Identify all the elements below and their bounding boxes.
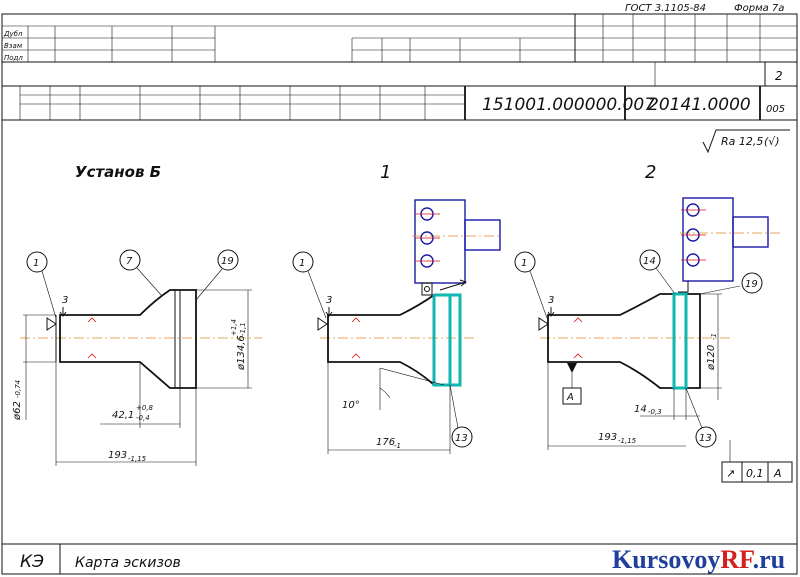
transition-2-view: 3 А 1 14 19 13 ø (514, 197, 793, 483)
title-block-text: ГОСТ 3.1105-84 Форма 7а Дубл Взам Подл 2… (3, 3, 785, 115)
stamp-label-podl: Подл (4, 54, 23, 62)
transition-1-view: 3 1 13 10° 176 -1 (292, 199, 501, 454)
setup-callout-19: 19 (221, 256, 234, 267)
t1-datum: 3 (326, 295, 332, 306)
setup-dim-d134-up: +1,4 (230, 319, 238, 336)
t2-tolerance-base: А (773, 467, 782, 480)
setup-callout-1: 1 (33, 258, 39, 269)
stamp-label-dubl: Дубл (3, 30, 23, 38)
t2-machined-surface (672, 292, 688, 390)
setup-dim-l42-up: +0,8 (136, 404, 154, 412)
setup-view: 3 1 7 19 ø62 -0,74 ø134,6 +1,4 -1,1 42,1… (12, 249, 262, 466)
setup-datum: 3 (62, 295, 68, 306)
setup-dim-d62-tol: -0,74 (14, 380, 22, 398)
gost-label: ГОСТ 3.1105-84 (625, 3, 706, 14)
transition-2-label: 2 (645, 162, 656, 183)
t1-angle: 10° (342, 400, 360, 411)
setup-dim-d62: ø62 (12, 401, 23, 421)
t2-callout-14: 14 (643, 256, 656, 267)
t2-callout-1: 1 (521, 258, 527, 269)
t2-tolerance-symbol: ↗ (726, 467, 735, 480)
roughness-value: Ra 12,5 (721, 135, 763, 148)
sheet-number: 2 (775, 69, 783, 83)
stamp-label-vzam: Взам (4, 42, 23, 50)
t2-dim-l193: 193 (598, 432, 617, 443)
t2-base-a: А (566, 392, 574, 403)
roughness-symbol: (√) (764, 135, 780, 148)
t2-tolerance-value: 0,1 (746, 467, 764, 480)
footer-code: КЭ (20, 552, 44, 572)
document-number: 151001.000000.007 (482, 95, 655, 115)
setup-dim-l42: 42,1 (112, 410, 134, 421)
title-block-frame (1, 13, 798, 575)
t1-machined-surface (432, 293, 462, 387)
setup-dim-l193-tol: -1,15 (128, 455, 147, 463)
t1-callout-13: 13 (455, 433, 468, 444)
setup-dim-d134: ø134,6 (236, 335, 247, 371)
t2-callout-19: 19 (745, 279, 758, 290)
t2-dim-l14: 14 (634, 404, 647, 415)
t2-dim-d120-tol: -1 (710, 333, 718, 340)
t2-dim-l193-tol: -1,15 (618, 437, 637, 445)
operation-number: 005 (766, 104, 785, 115)
footer-title: Карта эскизов (75, 555, 181, 571)
t1-dim-l176: 176 (376, 437, 395, 448)
document-code: 20141.0000 (648, 95, 751, 115)
setup-label: Установ Б (75, 163, 161, 181)
t1-callout-1: 1 (299, 258, 305, 269)
t2-dim-l14-tol: -0,3 (648, 408, 662, 416)
part-outline (59, 289, 197, 389)
setup-dim-l42-lo: -0,4 (136, 414, 150, 422)
t1-dim-l176-tol: -1 (394, 442, 401, 450)
setup-callout-7: 7 (126, 256, 133, 267)
t2-tolerance-frame (721, 461, 793, 483)
t2-part-outline (547, 293, 701, 389)
t2-callout-13: 13 (699, 433, 712, 444)
transition-1-label: 1 (380, 162, 391, 183)
setup-dim-d134-lo: -1,1 (239, 322, 247, 336)
roughness-mark: Ra 12,5 (√) (702, 129, 790, 154)
setup-dim-l193: 193 (108, 450, 127, 461)
t2-datum: 3 (548, 295, 554, 306)
t2-tool-holder (682, 197, 734, 282)
form-label: Форма 7а (734, 3, 784, 14)
watermark-logo: KursovoyRF.ru (612, 545, 785, 574)
t2-dim-d120: ø120 (706, 345, 717, 371)
